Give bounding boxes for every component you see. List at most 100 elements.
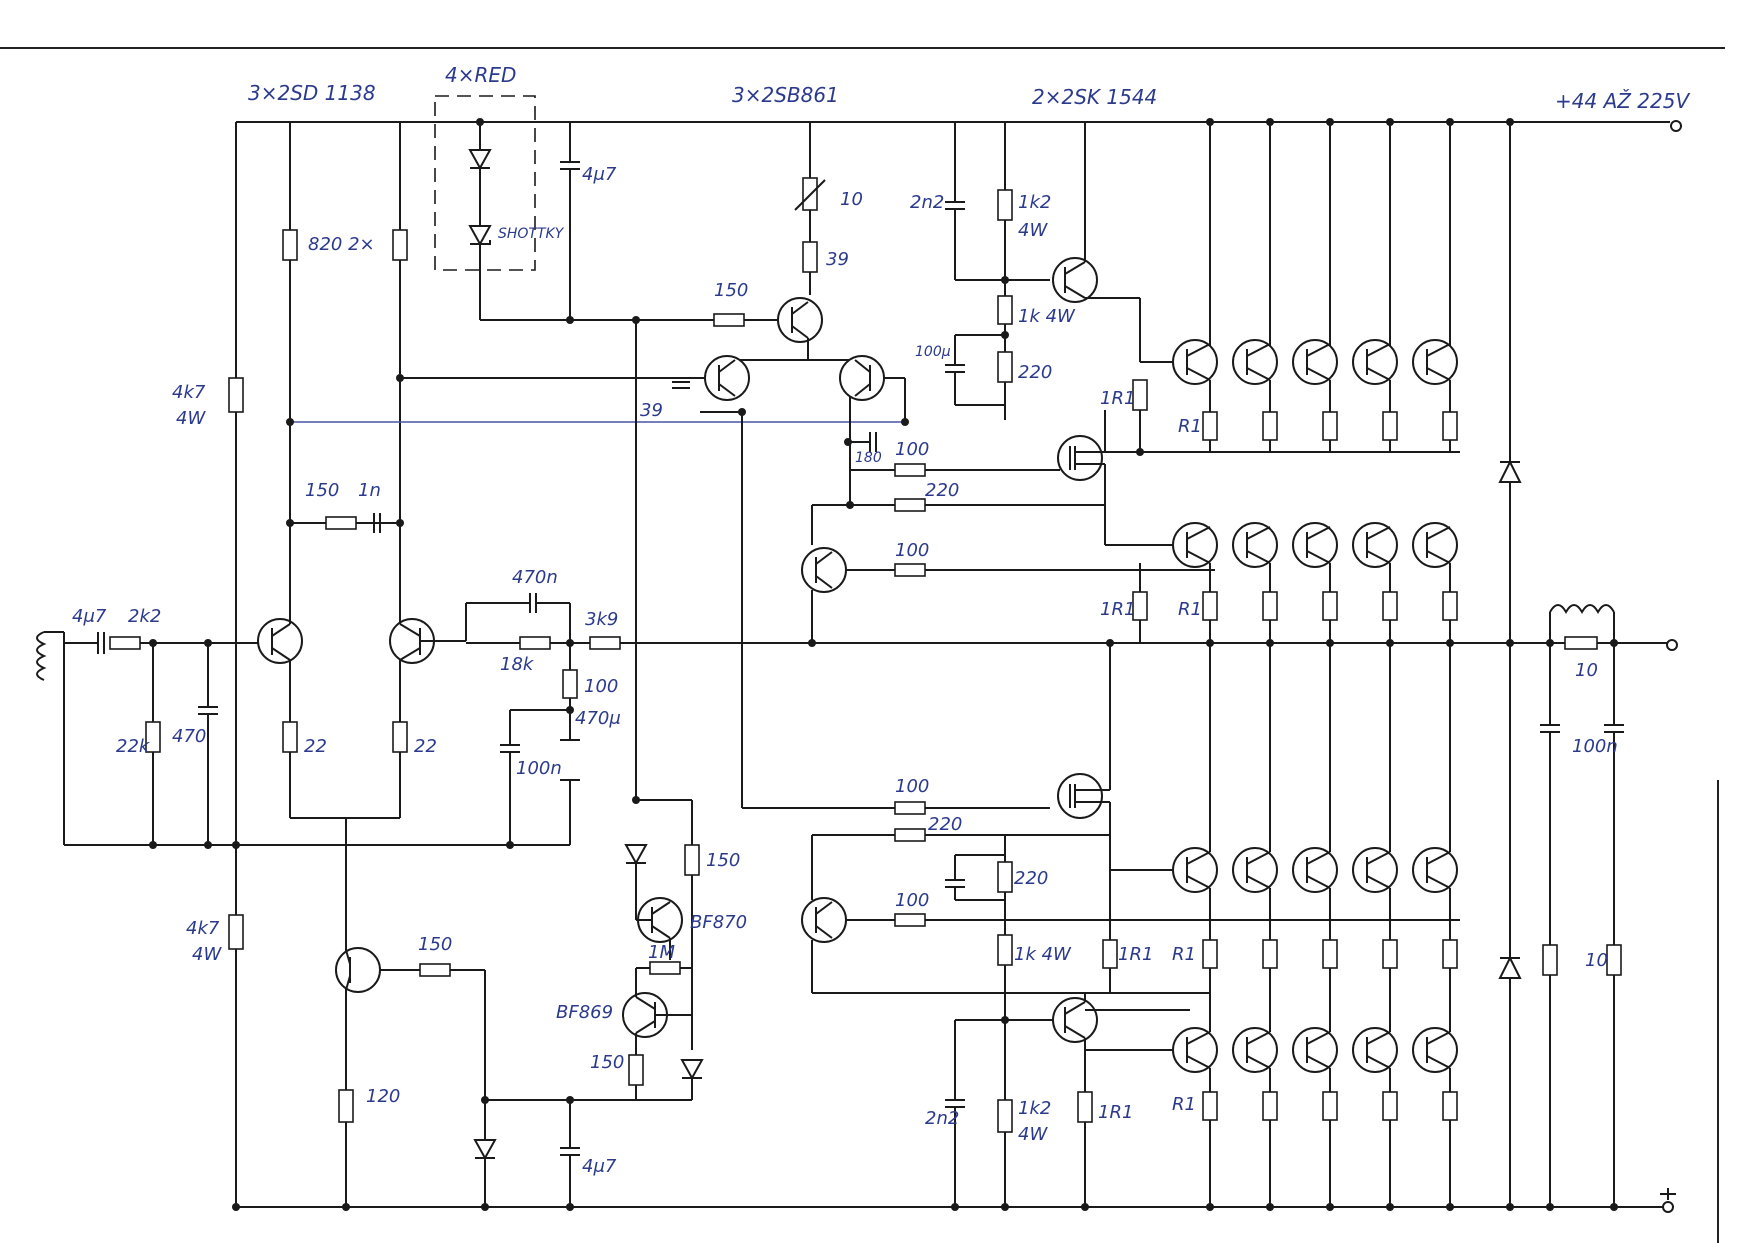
label-r-22-r: 22 [414, 736, 437, 757]
label-r-18k: 18k [500, 654, 535, 675]
label-q-vas: 3×2SB861 [732, 83, 839, 107]
miller-comp [286, 513, 404, 533]
input-22k-resistor [145, 643, 161, 845]
input-transistor-left [257, 122, 303, 818]
feedback-network [465, 593, 621, 845]
label-r-100-fb: 100 [584, 676, 618, 697]
label-c-180: 180 [855, 450, 882, 466]
label-r-150-b: 150 [590, 1052, 624, 1073]
label-c-470u: 470μ [575, 708, 621, 729]
label-q-bf870: BF870 [690, 912, 747, 933]
label-r-100-b: 100 [895, 540, 929, 561]
label-q-driver: 2×2SK 1544 [1032, 85, 1157, 109]
label-r-150-fb: 150 [305, 480, 339, 501]
label-r-1r1-b: 1R1 [1100, 599, 1135, 620]
label-r-4k7-bot-w: 4W [192, 944, 222, 965]
label-c-4u7-in: 4μ7 [72, 606, 107, 627]
label-r-220-bot: 220 [1014, 868, 1048, 889]
label-r-4k7-top-w: 4W [176, 408, 206, 429]
red-led-reference [434, 95, 536, 320]
label-supply: +44 AŽ 225V [1555, 89, 1690, 113]
label-r-10-out: 10 [1575, 660, 1598, 681]
rail-diodes [1498, 118, 1522, 1211]
label-r-150-cs: 150 [418, 934, 452, 955]
label-c-100n-out: 100n [1572, 736, 1618, 757]
r22-left [282, 721, 298, 753]
label-r-2k2-in: 2k2 [128, 606, 161, 627]
label-c-470n: 470n [512, 567, 558, 588]
r820-right [392, 229, 408, 261]
upper-driver-net [811, 396, 1106, 545]
label-r-100-c: 100 [895, 776, 929, 797]
label-r-1k2-top-w: 4W [1018, 220, 1048, 241]
label-r-10-zobel: 10 [1585, 950, 1608, 971]
input-transformer-icon [36, 631, 84, 845]
label-c-2n2-bot: 2n2 [925, 1108, 959, 1129]
zobel-network [1540, 643, 1624, 1207]
upper-predriver [801, 547, 1215, 647]
ground-junctions [149, 639, 1618, 1211]
label-r-4k7-bot: 4k7 [186, 918, 220, 939]
label-c-4u7-top: 4μ7 [582, 164, 617, 185]
label-r-150-led: 150 [706, 850, 740, 871]
label-r-1r1-d: 1R1 [1098, 1102, 1133, 1123]
label-q-input: 3×2SD 1138 [248, 81, 376, 105]
label-r-1r1-c: 1R1 [1118, 944, 1153, 965]
label-r-100-d: 100 [895, 890, 929, 911]
label-r-1r1-a: 1R1 [1100, 388, 1135, 409]
input-cap-4u7 [84, 632, 262, 654]
output-inductor-icon [1546, 604, 1618, 650]
label-c-470: 470 [172, 726, 206, 747]
output-rail [466, 639, 1678, 651]
bias-line [286, 381, 909, 426]
label-r-4k7-top: 4k7 [172, 382, 206, 403]
label-c-100u-top: 100μ [915, 344, 951, 360]
label-r-1k4w-bot: 1k 4W [1014, 944, 1072, 965]
label-r1-a: R1 [1178, 416, 1202, 437]
label-r1-b: R1 [1178, 599, 1202, 620]
label-r-39-bias: 39 [640, 400, 663, 421]
label-r-22-l: 22 [304, 736, 327, 757]
label-r-220-a: 220 [925, 480, 959, 501]
upper-mosfet-icon [1057, 410, 1106, 505]
r22-right [392, 721, 408, 753]
label-r-22k: 22k [116, 736, 151, 757]
left-bias-chain [228, 122, 244, 1207]
label-q-bf869: BF869 [556, 1002, 613, 1023]
label-r-1k4w-top: 1k 4W [1018, 306, 1076, 327]
label-r-1k2-bot: 1k2 [1018, 1098, 1051, 1119]
lower-driver-net [742, 801, 1210, 994]
cap-4u7-top [480, 122, 640, 324]
r820-left [282, 229, 298, 261]
label-r-220-b: 220 [928, 814, 962, 835]
label-r-3k9: 3k9 [585, 609, 618, 630]
bias-transistors [396, 355, 906, 420]
label-c-1n: 1n [358, 480, 381, 501]
label-r-1k2-top: 1k2 [1018, 192, 1051, 213]
input-470-cap [198, 643, 218, 845]
lower-driver [945, 835, 1190, 1207]
label-r-220-top: 220 [1018, 362, 1052, 383]
label-c-4u7-bot: 4μ7 [582, 1156, 617, 1177]
label-c-100n-fb: 100n [516, 758, 562, 779]
label-c-2n2-top: 2n2 [910, 192, 944, 213]
label-r-100-a: 100 [895, 439, 929, 460]
label-r-1m: 1M [648, 942, 675, 963]
schematic-labels: 3×2SD 1138 4×RED 3×2SB861 2×2SK 1544 +44… [72, 63, 1690, 1177]
label-r-1k2-bot-w: 4W [1018, 1124, 1048, 1145]
label-r-10-trim: 10 [840, 189, 863, 210]
cc-source [622, 796, 704, 1101]
lower-output-bank [1085, 643, 1460, 1207]
vas-transistor [636, 122, 870, 361]
input-transistor-right [389, 122, 466, 818]
current-source [335, 947, 636, 1207]
label-d-shottky: SHOTTKY [498, 226, 565, 242]
label-r-39: 39 [826, 249, 849, 270]
upper-driver [945, 122, 1460, 456]
upper-output-bank [1104, 118, 1458, 643]
label-q-red: 4×RED [445, 63, 516, 87]
supply-rail [236, 120, 1682, 132]
label-r-120: 120 [366, 1086, 400, 1107]
label-r1-d: R1 [1172, 1094, 1196, 1115]
